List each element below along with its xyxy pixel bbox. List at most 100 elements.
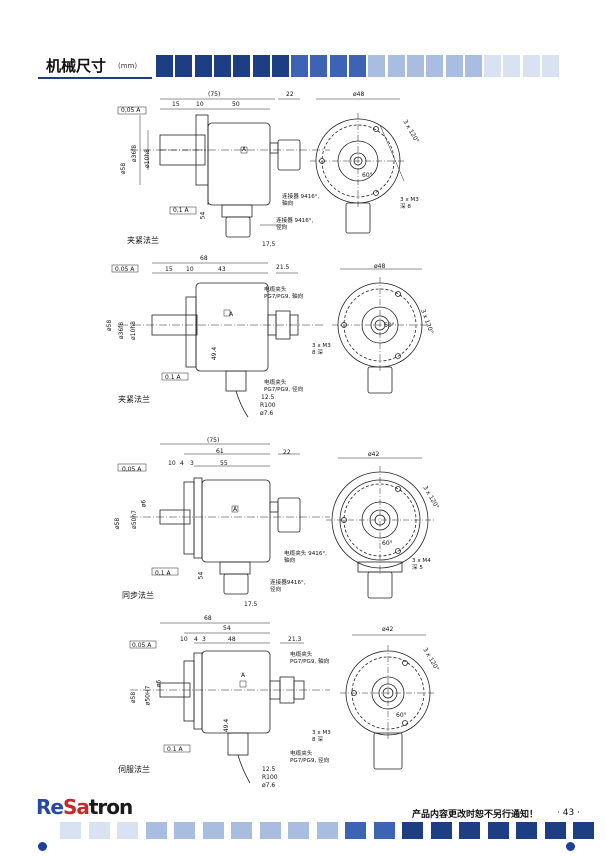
header-square <box>310 55 328 77</box>
drawing-clamp-flange-connector <box>117 98 406 238</box>
d4-dia6-dim: ø6 <box>155 679 163 688</box>
drawing-servo-flange-cable <box>129 622 436 784</box>
d4-12-5-dim: 12.5 <box>262 766 276 773</box>
header-square <box>291 55 309 77</box>
d3-dia58-dim: ø58 <box>114 517 122 530</box>
footer-square <box>345 822 366 839</box>
d2-dia58-dim: ø58 <box>106 319 114 332</box>
footer-square <box>88 822 110 839</box>
footer-square <box>231 822 252 839</box>
d1-54-dim: 54 <box>199 211 207 220</box>
d4-4-dim: 4 <box>194 636 198 643</box>
footer-square <box>202 822 224 839</box>
d1-22-dim: 22 <box>286 91 294 98</box>
d4-48-dim: 48 <box>228 636 236 643</box>
d3-caption: 同步法兰 <box>122 591 154 600</box>
header-square <box>522 55 540 77</box>
d3-10-dim: 10 <box>168 460 176 467</box>
drawing-clamp-flange-cable <box>111 262 428 418</box>
header-square <box>213 55 231 77</box>
d3-61-dim: 61 <box>216 448 224 455</box>
d2-60-dim: 60° <box>384 322 395 329</box>
footer-square <box>373 822 395 839</box>
footer-dot-left <box>38 842 47 851</box>
d3-radial-note: 连接器9416°,径向 <box>270 580 306 593</box>
d1-radial-note: 连接器 9416°,径向 <box>276 218 314 231</box>
d4-dia58-dim: ø58 <box>130 691 138 704</box>
d2-12-5-dim: 12.5 <box>261 394 275 401</box>
d2-68-dim: 68 <box>200 255 208 262</box>
d3-4-dim: 4 <box>180 460 184 467</box>
page-number: · 43 · <box>557 808 580 818</box>
header-square <box>445 55 463 77</box>
company-logo: ReSatron <box>36 795 133 819</box>
d1-dia10-dim: ø10h8 <box>143 149 151 168</box>
section-unit: (mm) <box>118 62 138 70</box>
d4-r100-dim: R100 <box>262 774 278 781</box>
footer-square <box>516 822 537 839</box>
d2-dia10-dim: ø10h8 <box>129 321 137 340</box>
footer-square <box>402 822 423 839</box>
footer-square <box>573 822 594 839</box>
d3-total-dim: (75) <box>207 437 220 444</box>
d3-60-dim: 60° <box>382 540 393 547</box>
change-notice: 产品内容更改时恕不另行通知！ <box>412 810 539 820</box>
d2-tol-b: 0.1 A <box>165 374 181 381</box>
d4-tol-b: 0.1 A <box>167 746 183 753</box>
d2-15-dim: 15 <box>165 266 173 273</box>
section-title: 机械尺寸 <box>46 57 107 75</box>
d3-22-dim: 22 <box>283 449 291 456</box>
header-square <box>194 55 212 77</box>
d1-dia36-dim: ø36f8 <box>131 144 139 163</box>
footer-square <box>459 822 480 839</box>
d2-r100-dim: R100 <box>260 402 276 409</box>
d1-17-5-dim: 17,5 <box>262 241 276 248</box>
footer-square <box>259 822 281 839</box>
d1-dia48-dim: ø48 <box>353 91 365 98</box>
d3-tol-a: 0,05 A <box>122 466 142 473</box>
d2-datum: A <box>229 311 234 318</box>
d4-dia42-dim: ø42 <box>382 626 394 633</box>
d2-21-5-dim: 21.5 <box>276 264 290 271</box>
footer-dot-right <box>566 842 575 851</box>
d3-dia42-dim: ø42 <box>368 451 380 458</box>
d1-60-dim: 60° <box>362 172 373 179</box>
header-square <box>329 55 347 77</box>
d2-tol-a: 0.05 A <box>115 266 135 273</box>
d2-49-4-dim: 49.4 <box>211 346 219 361</box>
d3-55-dim: 55 <box>220 460 228 467</box>
header-square <box>233 55 251 77</box>
d1-tol-b: 0,1 A <box>173 207 189 214</box>
d1-total-dim: (75) <box>208 91 221 98</box>
header-square <box>484 55 502 77</box>
d2-dia36-dim: ø36f8 <box>118 321 126 340</box>
d1-tol-a: 0,05 A <box>121 107 141 114</box>
footer-square <box>117 822 138 839</box>
d4-datum: A <box>241 672 246 679</box>
d4-54-dim: 54 <box>223 625 231 632</box>
header-square <box>426 55 444 77</box>
footer-square <box>60 822 81 839</box>
header-square <box>271 55 289 77</box>
d1-dia58-dim: ø58 <box>120 162 128 175</box>
footer-square <box>288 822 309 839</box>
footer-square <box>316 822 338 839</box>
d4-60-dim: 60° <box>396 712 407 719</box>
d2-dia48-dim: ø48 <box>374 263 386 270</box>
d1-datum: A <box>242 146 247 153</box>
drawing-synchro-flange-connector <box>117 443 434 599</box>
d3-dia6-dim: ø6 <box>140 499 148 508</box>
d1-15-dim: 15 <box>172 101 180 108</box>
footer-square <box>487 822 509 839</box>
d3-datum: A <box>233 506 238 513</box>
section-title-box: 机械尺寸 (mm) <box>38 53 152 79</box>
d2-43-dim: 43 <box>218 266 226 273</box>
d4-21-3-dim: 21.3 <box>288 636 302 643</box>
d3-axial-note: 电缆夹头 9416°,轴向 <box>284 551 327 564</box>
d4-49-4-dim: 49.4 <box>223 718 231 733</box>
